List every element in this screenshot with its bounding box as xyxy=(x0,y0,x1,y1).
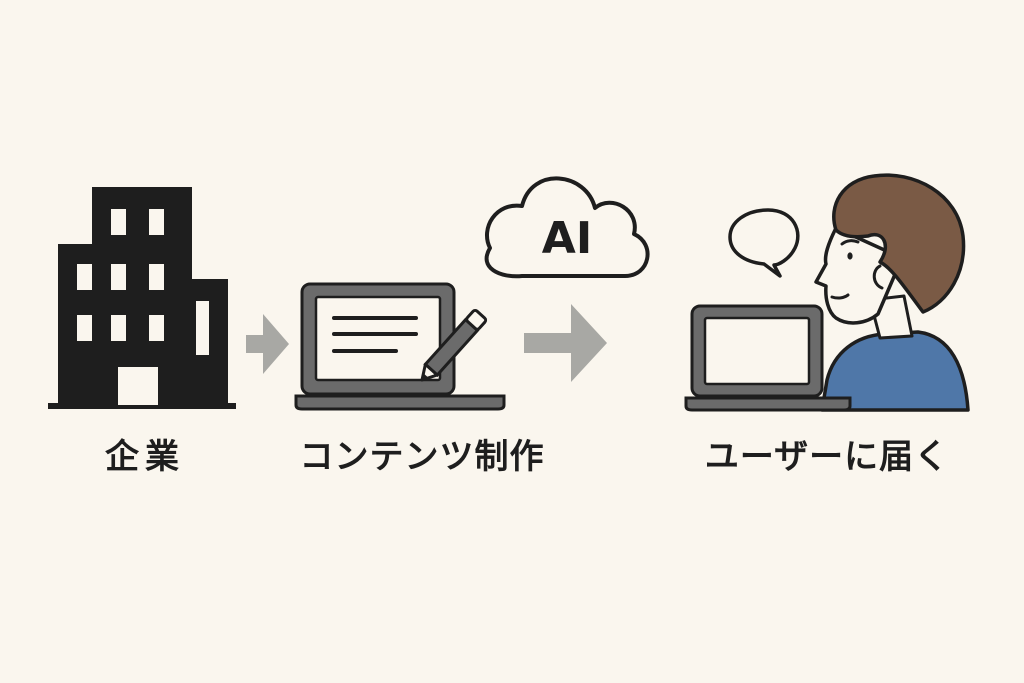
pencil-icon xyxy=(420,308,488,382)
arrow-right-icon xyxy=(524,304,607,382)
office-building-icon xyxy=(48,187,236,409)
cloud-icon: AI xyxy=(484,176,650,279)
arrow-right-icon xyxy=(246,314,289,374)
ai-label: AI xyxy=(542,213,592,264)
laptop-icon xyxy=(684,304,852,412)
hair-icon xyxy=(832,173,966,314)
person-at-laptop-icon xyxy=(684,173,970,412)
shirt-icon xyxy=(820,330,970,412)
laptop-with-pencil-icon xyxy=(294,282,506,411)
step-label-reach-users: ユーザーに届く xyxy=(704,437,950,477)
speech-bubble-icon xyxy=(728,208,800,278)
step-label-content-production: コンテンツ制作 xyxy=(299,437,545,477)
step-label-company: 企業 xyxy=(105,437,185,477)
